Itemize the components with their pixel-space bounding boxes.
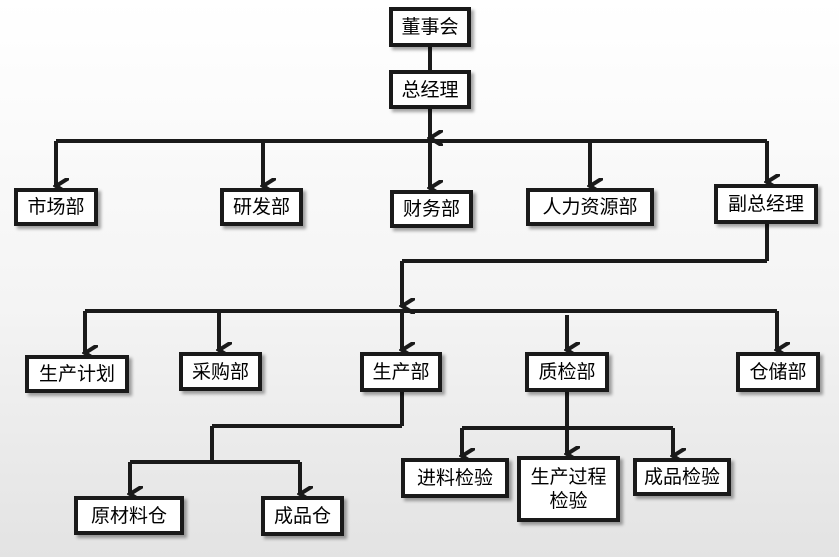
board-label: 董事会 bbox=[401, 16, 459, 38]
general-manager-box: 总经理 bbox=[389, 70, 471, 109]
raw-material-warehouse-label: 原材料仓 bbox=[90, 504, 167, 527]
deputy-gm-label: 副总经理 bbox=[727, 193, 804, 215]
deputy-gm-box: 副总经理 bbox=[714, 184, 818, 224]
warehousing-dept-box: 仓储部 bbox=[736, 352, 820, 392]
rnd-dept-label: 研发部 bbox=[232, 196, 290, 218]
process-inspection-box: 生产过程 检验 bbox=[517, 456, 620, 522]
final-inspection-box: 成品检验 bbox=[633, 458, 731, 496]
rnd-dept-box: 研发部 bbox=[220, 188, 303, 226]
general-manager-label: 总经理 bbox=[401, 78, 459, 101]
production-dept-label: 生产部 bbox=[372, 361, 430, 383]
incoming-inspection-label: 进料检验 bbox=[416, 467, 493, 489]
incoming-inspection-box: 进料检验 bbox=[401, 458, 509, 498]
hr-dept-box: 人力资源部 bbox=[526, 188, 654, 226]
raw-material-warehouse-box: 原材料仓 bbox=[74, 496, 184, 535]
purchasing-dept-box: 采购部 bbox=[179, 352, 262, 391]
warehousing-dept-label: 仓储部 bbox=[749, 361, 807, 383]
finance-dept-box: 财务部 bbox=[390, 190, 473, 228]
process-inspection-label-line2: 检验 bbox=[549, 490, 588, 512]
hr-dept-label: 人力资源部 bbox=[542, 196, 638, 218]
production-planning-label: 生产计划 bbox=[38, 363, 115, 385]
marketing-dept-label: 市场部 bbox=[27, 196, 85, 218]
production-dept-box: 生产部 bbox=[360, 352, 442, 392]
finance-dept-label: 财务部 bbox=[402, 198, 460, 220]
qc-dept-box: 质检部 bbox=[525, 352, 609, 392]
marketing-dept-box: 市场部 bbox=[14, 188, 98, 226]
finished-goods-warehouse-label: 成品仓 bbox=[273, 505, 331, 527]
purchasing-dept-label: 采购部 bbox=[191, 360, 249, 383]
final-inspection-label: 成品检验 bbox=[643, 466, 720, 488]
production-planning-box: 生产计划 bbox=[25, 355, 129, 393]
process-inspection-label-line1: 生产过程 bbox=[530, 466, 607, 488]
board-box: 董事会 bbox=[389, 7, 471, 47]
qc-dept-label: 质检部 bbox=[538, 361, 596, 383]
finished-goods-warehouse-box: 成品仓 bbox=[261, 496, 344, 536]
